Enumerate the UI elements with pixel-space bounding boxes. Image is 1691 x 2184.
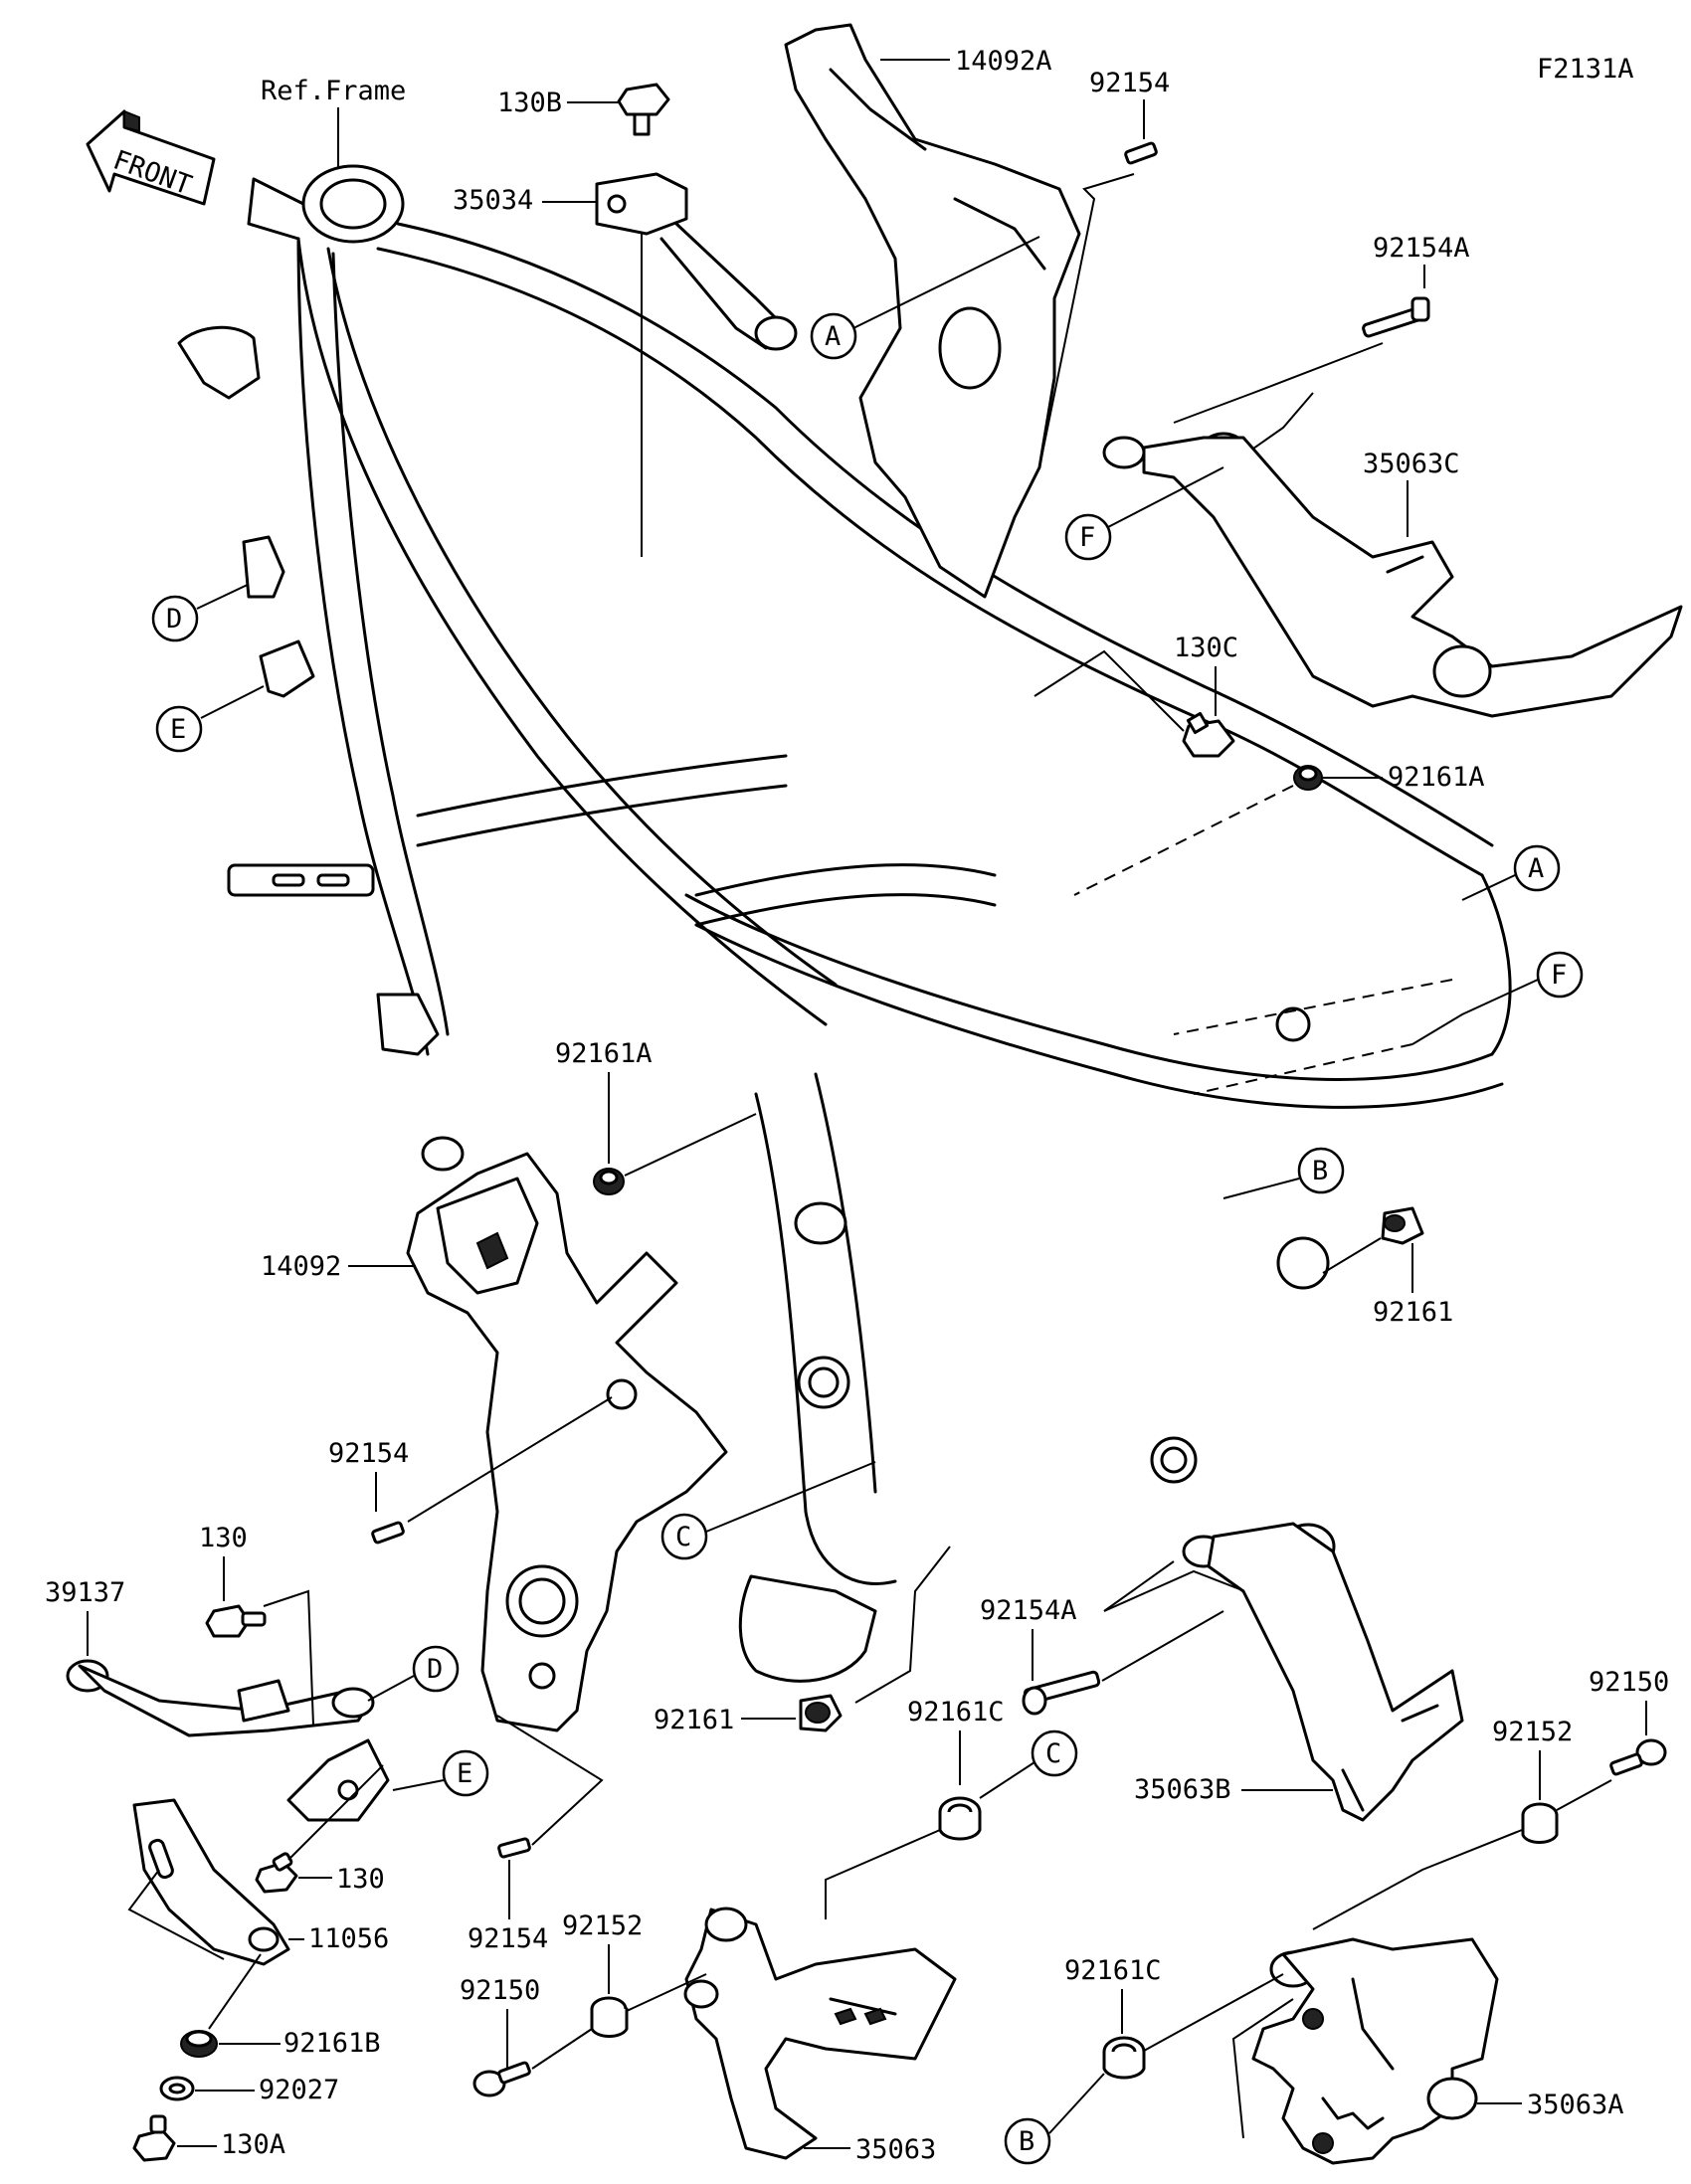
- label-92152-right: 92152: [1492, 1717, 1573, 1747]
- label-92154-mid: 92154: [328, 1438, 409, 1469]
- svg-text:A: A: [825, 321, 841, 352]
- label-92161-lower: 92161: [654, 1705, 734, 1735]
- label-92154-top: 92154: [1089, 68, 1170, 98]
- bolt-130A-icon: [132, 2114, 176, 2162]
- figure-code: F2131A: [1537, 54, 1634, 85]
- callout-a-right: [1513, 844, 1561, 892]
- footpeg-bracket-35063: [683, 1907, 957, 2160]
- grommet-92161-lower-icon: [799, 1694, 843, 1732]
- bolt-130-top-icon: [205, 1604, 267, 1638]
- callout-e-top: [155, 705, 203, 753]
- label-130C: 130C: [1174, 633, 1238, 663]
- bracket-d-upper: [242, 535, 285, 599]
- label-92161-right: 92161: [1373, 1297, 1453, 1328]
- callout-c-mid: [660, 1513, 708, 1560]
- bracket-35034: [595, 172, 798, 351]
- bolt-130C-icon: [1182, 711, 1235, 758]
- grommet-92161A-mid-icon: [593, 1168, 625, 1195]
- callout-f-top: [1064, 513, 1112, 561]
- bracket-e-upper: [259, 639, 315, 698]
- bolt-92150-right-icon: [1609, 1738, 1667, 1776]
- svg-text:F: F: [1551, 960, 1567, 991]
- bushing-92161C-bottom-icon: [1102, 2036, 1146, 2080]
- callout-b-lower: [1004, 2117, 1051, 2165]
- label-92150-right: 92150: [1589, 1667, 1669, 1698]
- grommet-92161A-right-icon: [1293, 765, 1323, 791]
- callout-a-top: [810, 312, 857, 360]
- label-130A: 130A: [221, 2129, 285, 2160]
- bolt-92154-lower-icon: [497, 1837, 531, 1859]
- label-92154A-top: 92154A: [1373, 233, 1470, 264]
- svg-text:B: B: [1019, 2126, 1034, 2157]
- bracket-39137: [66, 1659, 390, 1822]
- callout-b-right: [1297, 1147, 1345, 1194]
- label-35063: 35063: [855, 2134, 936, 2165]
- grommet-92161B-icon: [180, 2030, 218, 2058]
- label-35063C: 35063C: [1363, 449, 1460, 479]
- label-92027: 92027: [259, 2075, 339, 2105]
- callout-d-lower: [412, 1645, 460, 1693]
- frame-lower-mount: [376, 993, 440, 1056]
- frame-front-mount: [177, 325, 261, 400]
- label-92161C-bottom: 92161C: [1064, 1955, 1162, 1986]
- label-14092: 14092: [261, 1251, 341, 1282]
- callout-c-lower: [1031, 1729, 1078, 1777]
- svg-text:F: F: [1079, 522, 1095, 553]
- svg-text:D: D: [427, 1654, 443, 1685]
- label-92161B: 92161B: [283, 2028, 381, 2059]
- callout-f-right: [1536, 951, 1584, 999]
- cover-14092A: [784, 23, 1081, 599]
- footpeg-bracket-35063B: [1182, 1522, 1464, 1822]
- label-92150-left: 92150: [460, 1975, 540, 2006]
- bushing-92152-right-icon: [1521, 1802, 1559, 1844]
- bolt-92154A-bottom-icon: [1022, 1670, 1101, 1716]
- label-92161A-right: 92161A: [1388, 762, 1485, 793]
- footpeg-bracket-35063C: [1102, 432, 1683, 718]
- bolt-92154-mid-icon: [371, 1521, 405, 1545]
- washer-92027-icon: [159, 2076, 195, 2101]
- label-92161A-mid: 92161A: [555, 1038, 653, 1069]
- label-92154-lower: 92154: [468, 1923, 548, 1954]
- label-14092A: 14092A: [955, 46, 1052, 77]
- cover-14092: [406, 1152, 728, 1732]
- bolt-92154-top-icon: [1124, 141, 1158, 165]
- callout-d-top: [151, 595, 199, 642]
- label-35034: 35034: [453, 185, 533, 216]
- svg-text:E: E: [170, 714, 186, 745]
- bolt-92150-left-icon: [472, 2061, 531, 2097]
- svg-text:B: B: [1312, 1156, 1328, 1186]
- label-35063B: 35063B: [1134, 1774, 1231, 1805]
- ref-frame-label: Ref.Frame: [261, 76, 406, 106]
- label-130-bottom: 130: [336, 1864, 385, 1895]
- bolt-130B-icon: [617, 83, 670, 136]
- label-92161C-top: 92161C: [907, 1697, 1005, 1728]
- svg-text:C: C: [675, 1522, 691, 1552]
- label-39137: 39137: [45, 1577, 125, 1608]
- front-arrow-icon: FRONT: [86, 109, 216, 206]
- mount-plate-11056: [132, 1798, 290, 1966]
- label-130B: 130B: [497, 88, 562, 118]
- label-35063A: 35063A: [1527, 2090, 1624, 2120]
- label-92152-left: 92152: [562, 1911, 643, 1941]
- label-130-top: 130: [199, 1523, 248, 1553]
- bolt-92154A-top-icon: [1362, 296, 1430, 338]
- callout-e-lower: [442, 1749, 489, 1797]
- main-frame: [227, 164, 1512, 1683]
- svg-text:C: C: [1045, 1738, 1061, 1769]
- bushing-92152-left-icon: [590, 1996, 629, 2038]
- label-92154A-bottom: 92154A: [980, 1595, 1077, 1626]
- svg-text:D: D: [166, 604, 182, 635]
- footpeg-bracket-35063A: [1251, 1937, 1499, 2165]
- grommet-92161-right-icon: [1381, 1206, 1424, 1245]
- svg-text:A: A: [1528, 853, 1544, 884]
- bushing-92161C-top-icon: [938, 1796, 982, 1841]
- svg-text:E: E: [457, 1758, 472, 1789]
- label-11056: 11056: [308, 1923, 389, 1954]
